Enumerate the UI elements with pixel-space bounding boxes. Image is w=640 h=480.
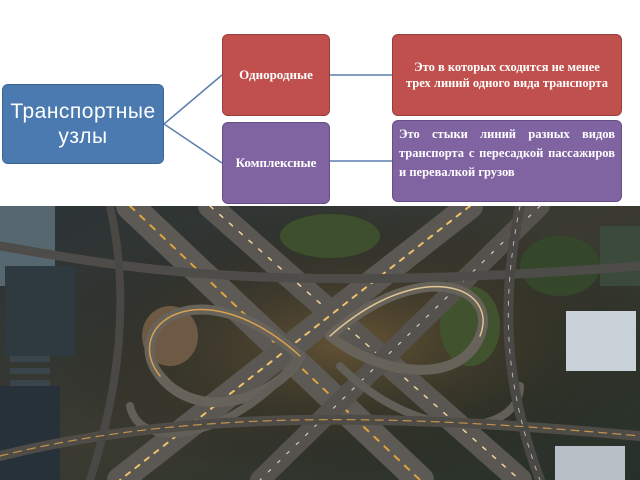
description-homogeneous-text: Это в которых сходится не менее трех лин… <box>406 60 608 90</box>
root-node: Транспортные узлы <box>2 84 164 164</box>
branch-homogeneous: Однородные <box>222 34 330 116</box>
connector-root-to-homogeneous <box>163 74 223 125</box>
description-homogeneous: Это в которых сходится не менее трех лин… <box>392 34 622 116</box>
description-complex: Это стыки линий разных видов транспорта … <box>392 120 622 202</box>
root-node-label: Транспортные узлы <box>10 100 156 148</box>
branch-complex-label: Комплексные <box>235 155 317 170</box>
connector-root-to-complex <box>163 123 223 164</box>
highway-interchange-illustration <box>0 206 640 480</box>
branch-complex: Комплексные <box>222 122 330 204</box>
branch-homogeneous-label: Однородные <box>239 67 313 82</box>
description-complex-text: Это стыки линий разных видов транспорта … <box>399 127 615 179</box>
interchange-photo <box>0 206 640 480</box>
